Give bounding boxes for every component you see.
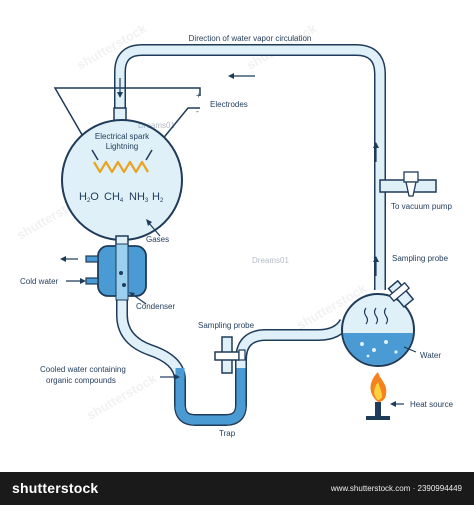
cooled-water-label-2: organic compounds — [46, 376, 116, 385]
trap-label: Trap — [219, 429, 236, 438]
condenser — [85, 243, 147, 301]
arrow-left-icon — [228, 73, 234, 79]
brand-logo[interactable]: shutterstock — [12, 480, 99, 496]
vacuum-pump-label: To vacuum pump — [391, 202, 452, 211]
cold-water-label: Cold water — [20, 277, 59, 286]
arrow-left-icon — [60, 256, 66, 262]
arrow-right-icon — [174, 374, 180, 380]
heat-source — [366, 372, 390, 420]
sampling-probe-mid-label: Sampling probe — [198, 321, 255, 330]
credit-watermark: Dreams01 — [252, 256, 289, 265]
spark-label-line1: Electrical spark — [95, 132, 150, 141]
arrow-down-icon — [117, 92, 123, 98]
plus-sign: + — [196, 91, 201, 100]
flow-arrows — [117, 73, 379, 276]
reaction-sphere — [61, 107, 183, 249]
formula-methane: CH4 — [104, 191, 124, 204]
direction-label: Direction of water vapor circulation — [189, 34, 312, 43]
sampling-probe-right-label: Sampling probe — [392, 254, 449, 263]
formula-hydrogen: H2 — [152, 191, 164, 204]
gases-label: Gases — [146, 235, 169, 244]
vacuum-valve — [403, 171, 419, 197]
spark-label-line2: Lightning — [106, 142, 138, 151]
gases-pointer — [147, 221, 161, 237]
stock-footer-bar: shutterstock www.shutterstock.com · 2390… — [0, 472, 474, 505]
credit-watermark: Dreams01 — [138, 121, 175, 130]
gas-formulas: H2O CH4 NH3 H2 — [79, 191, 164, 204]
condenser-pointer — [131, 293, 147, 305]
sampling-probe-mid — [214, 336, 246, 374]
arrow-up-icon — [373, 142, 379, 148]
minus-sign: - — [196, 107, 199, 116]
heat-source-label: Heat source — [410, 400, 454, 409]
spark-icon — [93, 160, 149, 174]
arrow-right-icon — [80, 278, 86, 284]
water-label: Water — [420, 351, 441, 360]
image-id: www.shutterstock.com · 2390994449 — [330, 484, 462, 493]
arrow-up-icon — [373, 256, 379, 262]
watermark-layer: shutterstock shutterstock shutterstock s… — [14, 20, 370, 422]
formula-ammonia: NH3 — [129, 191, 149, 204]
miller-urey-diagram: shutterstock shutterstock shutterstock s… — [14, 20, 454, 438]
condenser-label: Condenser — [136, 302, 175, 311]
electrodes-label: Electrodes — [210, 100, 248, 109]
cooled-water-label-1: Cooled water containing — [40, 365, 126, 374]
formula-water: H2O — [79, 191, 99, 204]
